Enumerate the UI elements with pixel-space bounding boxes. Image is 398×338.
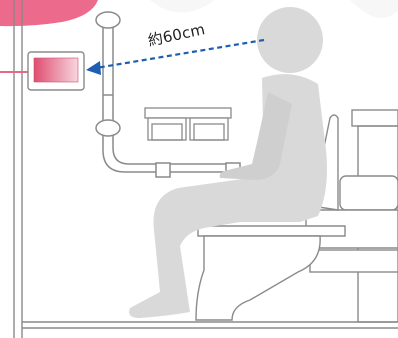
wall-remote-control (27, 51, 85, 91)
wall-frame (13, 0, 23, 338)
double-toilet-paper-holder (144, 107, 232, 141)
distance-arrow (86, 38, 265, 75)
floor (22, 321, 398, 329)
seated-person (129, 7, 327, 319)
toilet (195, 109, 398, 323)
background-tiles (150, 0, 398, 18)
pink-callout-shape (0, 0, 98, 27)
